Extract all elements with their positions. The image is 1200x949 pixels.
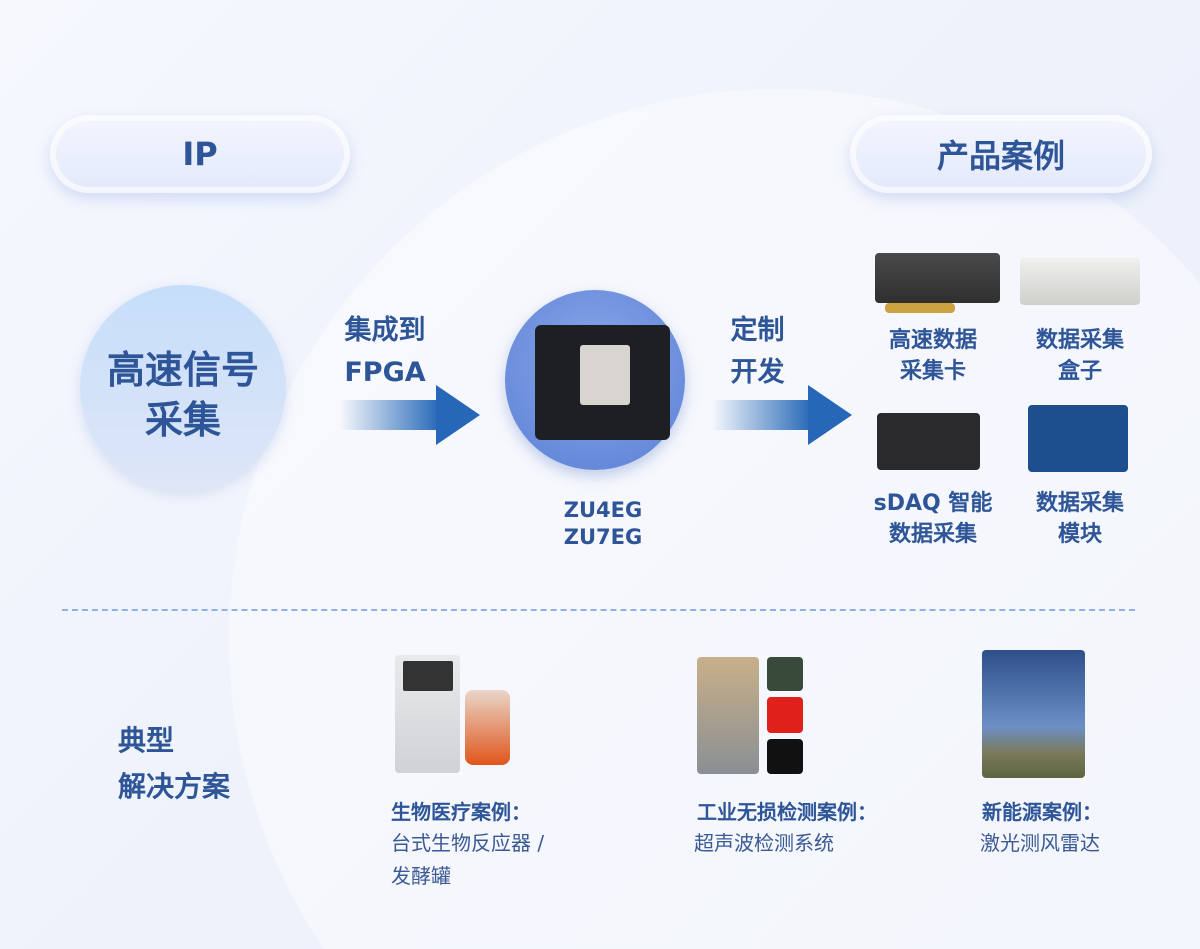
ip-pill: IP xyxy=(50,115,350,193)
scan-image xyxy=(767,739,803,774)
bioreactor-image xyxy=(395,655,460,773)
case-sub: 激光测风雷达 xyxy=(980,831,1100,855)
product-label: 高速数据采集卡 xyxy=(888,328,977,384)
product-cases-label: 产品案例 xyxy=(936,137,1065,175)
case-title: 工业无损检测案例： xyxy=(697,800,877,824)
custom-dev-label: 定制开发 xyxy=(730,315,785,388)
wind-lidar-image xyxy=(982,650,1085,778)
fpga-board-image xyxy=(535,325,670,440)
scan-image xyxy=(767,697,803,733)
solutions-heading: 典型解决方案 xyxy=(118,724,231,803)
daq-module-image xyxy=(1028,405,1128,472)
signal-acquisition-circle xyxy=(80,285,286,491)
fpga-chip xyxy=(580,345,630,405)
scan-image xyxy=(767,657,803,691)
ip-label: IP xyxy=(182,135,218,173)
arrow-right-icon xyxy=(712,385,852,445)
arrow-right-icon xyxy=(340,385,480,445)
case-title: 新能源案例： xyxy=(982,800,1102,824)
product-label: sDAQ 智能数据采集 xyxy=(873,491,993,547)
case-sub: 超声波检测系统 xyxy=(694,831,834,855)
ultrasonic-equipment-image xyxy=(697,657,759,774)
signal-acquisition-label: 高速信号采集 xyxy=(106,348,259,442)
product-label: 数据采集盒子 xyxy=(1035,328,1124,384)
case-sub: 台式生物反应器 /发酵罐 xyxy=(391,831,545,888)
daq-box-image xyxy=(1020,258,1140,305)
fermenter-image xyxy=(465,690,510,765)
divider xyxy=(62,609,1135,611)
product-cases-pill: 产品案例 xyxy=(850,115,1152,193)
daq-card-image xyxy=(875,253,1000,303)
sdaq-image xyxy=(877,413,980,470)
daq-card-connector xyxy=(885,303,955,313)
case-title: 生物医疗案例： xyxy=(391,800,531,824)
product-label: 数据采集模块 xyxy=(1035,491,1124,547)
